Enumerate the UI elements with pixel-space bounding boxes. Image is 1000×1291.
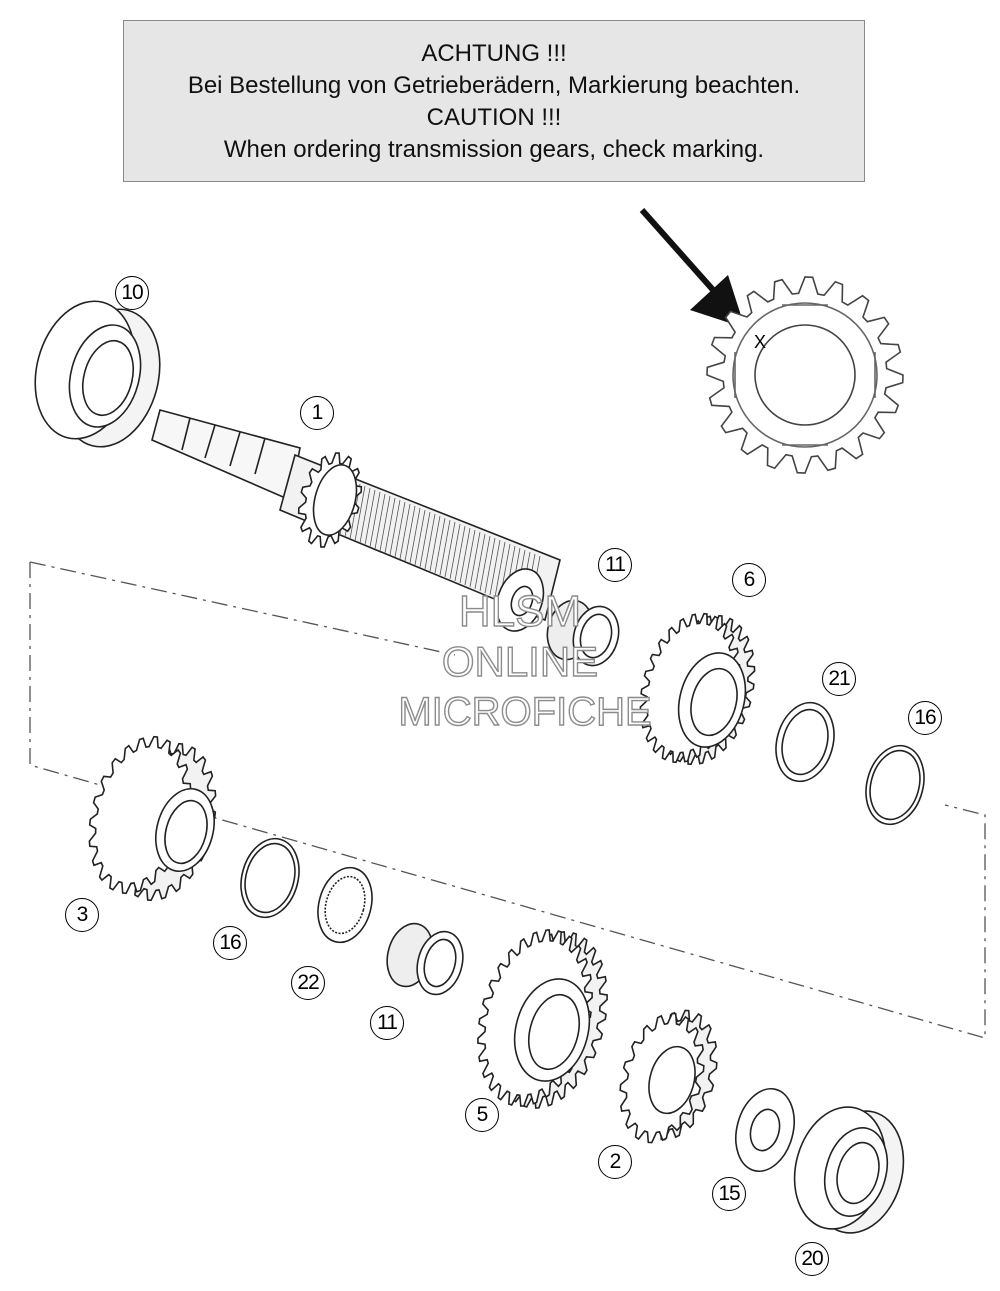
callout-11-upper[interactable]: 11: [598, 548, 632, 582]
watermark-hlsm: HLSM: [458, 587, 582, 636]
notice-line-caution: CAUTION !!!: [426, 104, 562, 131]
thrust-ring-21: [775, 701, 835, 783]
callout-22[interactable]: 22: [291, 966, 325, 1000]
bearing-20: [793, 1106, 905, 1234]
callout-11-lower[interactable]: 11: [370, 1006, 404, 1040]
bearing-10: [34, 300, 161, 448]
watermark-online: ONLINE: [441, 638, 599, 685]
callout-15[interactable]: 15: [712, 1177, 746, 1211]
gear-2: [619, 1009, 718, 1144]
gear-6: [639, 612, 756, 766]
callout-1[interactable]: 1: [300, 396, 334, 430]
marked-gear-detail: [706, 276, 904, 474]
assembly-boundary-top: [29, 561, 456, 656]
gear-5: [477, 929, 608, 1109]
callout-20[interactable]: 20: [795, 1242, 829, 1276]
gear-3: [88, 735, 217, 902]
notice-line-english: When ordering transmission gears, check …: [223, 136, 765, 163]
callout-16-upper[interactable]: 16: [908, 701, 942, 735]
circlip-16-upper: [865, 744, 925, 826]
callout-5[interactable]: 5: [465, 1098, 499, 1132]
notice-line-achtung: ACHTUNG !!!: [421, 40, 567, 67]
callout-10[interactable]: 10: [115, 276, 149, 310]
watermark-microfiche: MICROFICHE: [398, 689, 653, 734]
splined-washer-22: [317, 866, 373, 944]
notice-line-german: Bei Bestellung von Getrieberädern, Marki…: [187, 72, 801, 99]
callout-16-lower[interactable]: 16: [213, 926, 247, 960]
callout-6[interactable]: 6: [732, 563, 766, 597]
circlip-16-lower: [240, 837, 300, 919]
gear-marking-x: X: [754, 332, 766, 352]
assembly-boundary-dashed: [29, 562, 986, 1039]
callout-3[interactable]: 3: [65, 898, 99, 932]
thrust-washer-15: [735, 1087, 795, 1173]
marking-arrow: [639, 208, 745, 328]
caution-notice-box: ACHTUNG !!! Bei Bestellung von Getrieber…: [123, 20, 865, 182]
callout-21[interactable]: 21: [822, 662, 856, 696]
bushing-11-upper: [546, 599, 620, 667]
callout-2[interactable]: 2: [598, 1145, 632, 1179]
bushing-11-lower: [386, 922, 464, 996]
shaft-gear-hub: [312, 464, 358, 536]
